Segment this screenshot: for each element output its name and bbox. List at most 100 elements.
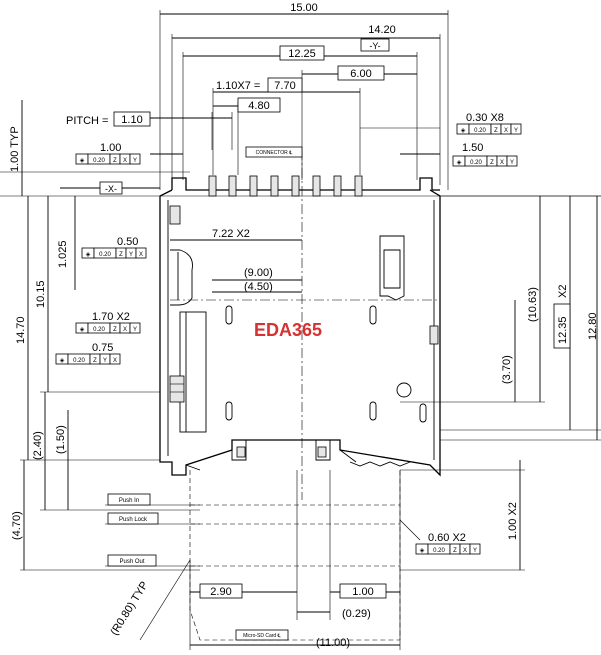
label-push-lock: Push Lock bbox=[119, 517, 148, 523]
svg-text:Y: Y bbox=[514, 128, 518, 134]
svg-text:0.20: 0.20 bbox=[93, 327, 105, 333]
svg-text:Z: Z bbox=[93, 358, 97, 364]
svg-text:Z: Z bbox=[453, 548, 457, 554]
dim-left-offset: 1.00 bbox=[100, 142, 121, 154]
dim-pitch-times: 1.10X7 = bbox=[216, 80, 260, 92]
dim-4-70: (4.70) bbox=[11, 511, 23, 540]
dim-14-70: 14.70 bbox=[15, 316, 27, 344]
dim-x2: X2 bbox=[557, 285, 569, 298]
connector-body bbox=[159, 177, 441, 477]
contact-pin bbox=[208, 175, 217, 197]
dim-4-50: (4.50) bbox=[244, 281, 273, 293]
dim-10-15: 10.15 bbox=[35, 280, 47, 308]
dim-2-90: 2.90 bbox=[210, 586, 231, 598]
svg-text:0.20: 0.20 bbox=[73, 358, 85, 364]
svg-text:◈: ◈ bbox=[86, 252, 91, 258]
tolerance-frame-060: ◈ 0.20 Z X Y bbox=[415, 543, 481, 555]
svg-text:Y: Y bbox=[133, 327, 137, 333]
dim-0-29: (0.29) bbox=[342, 608, 371, 620]
contact-pin bbox=[228, 175, 237, 197]
dimension-lines bbox=[0, 10, 601, 650]
svg-text:0.20: 0.20 bbox=[99, 252, 111, 258]
card-outline bbox=[189, 470, 401, 641]
dim-1-70: 1.70 X2 bbox=[92, 311, 130, 323]
contact-pin bbox=[354, 175, 363, 197]
datum-x: -X- bbox=[105, 184, 117, 194]
dim-1-00-bottom: 1.00 bbox=[352, 586, 373, 598]
dim-2-40: (2.40) bbox=[32, 431, 44, 460]
dim-9-00: (9.00) bbox=[244, 267, 273, 279]
svg-text:Z: Z bbox=[113, 327, 117, 333]
dim-3-70: (3.70) bbox=[501, 355, 513, 384]
svg-text:Y: Y bbox=[103, 358, 107, 364]
dim-0-60: 0.60 X2 bbox=[428, 532, 466, 544]
svg-text:0.20: 0.20 bbox=[470, 160, 482, 166]
dim-12-80: 12.80 bbox=[587, 312, 599, 340]
dim-6-00: 6.00 bbox=[350, 68, 371, 80]
svg-text:X: X bbox=[123, 158, 127, 164]
svg-text:X: X bbox=[504, 128, 508, 134]
dim-pitch-label: PITCH = bbox=[66, 115, 108, 127]
contact-pin bbox=[270, 175, 279, 197]
dim-12-35: 12.35 bbox=[557, 316, 569, 344]
tol-value: 0.20 bbox=[474, 128, 486, 134]
svg-text:◈: ◈ bbox=[461, 128, 466, 134]
tolerance-frame-170: ◈ 0.20 Z X Y bbox=[75, 322, 141, 334]
contact-pin bbox=[291, 175, 300, 197]
dim-10-63: (10.63) bbox=[527, 287, 539, 322]
svg-text:0.20: 0.20 bbox=[433, 548, 445, 554]
svg-text:X: X bbox=[500, 160, 504, 166]
datum-y: -Y- bbox=[369, 41, 380, 51]
label-push-in: Push In bbox=[119, 498, 139, 504]
dim-7-70: 7.70 bbox=[274, 80, 295, 92]
dim-11-00: (11.00) bbox=[316, 637, 350, 649]
dim-14-20: 14.20 bbox=[368, 24, 396, 36]
dim-12-25: 12.25 bbox=[288, 48, 316, 60]
dim-right-offset: 1.50 bbox=[462, 142, 483, 154]
svg-text:◈: ◈ bbox=[60, 358, 65, 364]
dim-eject: 1.00 X2 bbox=[507, 502, 519, 540]
contact-pin bbox=[312, 175, 321, 197]
tolerance-frame-050: ◈ 0.20 Z Y X bbox=[81, 247, 147, 259]
dim-1-025: 1.025 bbox=[57, 240, 69, 268]
svg-text:Z: Z bbox=[119, 252, 123, 258]
label-push-out: Push Out bbox=[119, 559, 144, 565]
dim-0-75: 0.75 bbox=[92, 342, 113, 354]
svg-text:Y: Y bbox=[133, 158, 137, 164]
dim-4-80: 4.80 bbox=[248, 100, 269, 112]
watermark: EDA365 bbox=[254, 320, 322, 340]
svg-text:X: X bbox=[463, 548, 467, 554]
svg-text:Z: Z bbox=[490, 160, 494, 166]
svg-text:Y: Y bbox=[473, 548, 477, 554]
dim-0-50: 0.50 bbox=[117, 236, 138, 248]
svg-text:X: X bbox=[113, 358, 117, 364]
card-label: Micro-SD Card ℄ bbox=[243, 633, 281, 639]
tolerance-frame-top-right: ◈ 0.20 Z X Y bbox=[456, 123, 522, 135]
dim-top-typ: 1.00 TYP bbox=[9, 126, 21, 172]
tolerance-frame-right-mid: ◈ 0.20 Z X Y bbox=[452, 155, 518, 167]
svg-text:X: X bbox=[123, 327, 127, 333]
tolerance-frame-left-top: ◈ 0.20 Z X Y bbox=[75, 153, 141, 165]
dim-7-22: 7.22 X2 bbox=[212, 228, 250, 240]
contact-pin bbox=[333, 175, 342, 197]
dim-1-50: (1.50) bbox=[55, 425, 67, 454]
svg-text:◈: ◈ bbox=[80, 158, 85, 164]
dim-overall-width: 15.00 bbox=[290, 2, 318, 14]
svg-text:Z: Z bbox=[494, 128, 498, 134]
svg-text:Y: Y bbox=[510, 160, 514, 166]
dim-pitch-value: 1.10 bbox=[121, 114, 142, 126]
connector-label: CONNECTOR ℄ bbox=[256, 150, 294, 156]
contact-pin bbox=[249, 175, 258, 197]
svg-text:0.20: 0.20 bbox=[93, 158, 105, 164]
dim-pin-width: 0.30 X8 bbox=[466, 112, 504, 124]
contact-pins bbox=[208, 175, 363, 197]
svg-text:X: X bbox=[139, 252, 143, 258]
svg-text:Y: Y bbox=[129, 252, 133, 258]
svg-text:◈: ◈ bbox=[457, 160, 462, 166]
svg-text:Z: Z bbox=[113, 158, 117, 164]
svg-text:◈: ◈ bbox=[420, 548, 425, 554]
tolerance-frame-075: ◈ 0.20 Z Y X bbox=[55, 353, 121, 365]
dimension-labels: 15.00 14.20 -Y- 12.25 6.00 1.10X7 = 7.70… bbox=[9, 2, 599, 649]
svg-text:◈: ◈ bbox=[80, 327, 85, 333]
